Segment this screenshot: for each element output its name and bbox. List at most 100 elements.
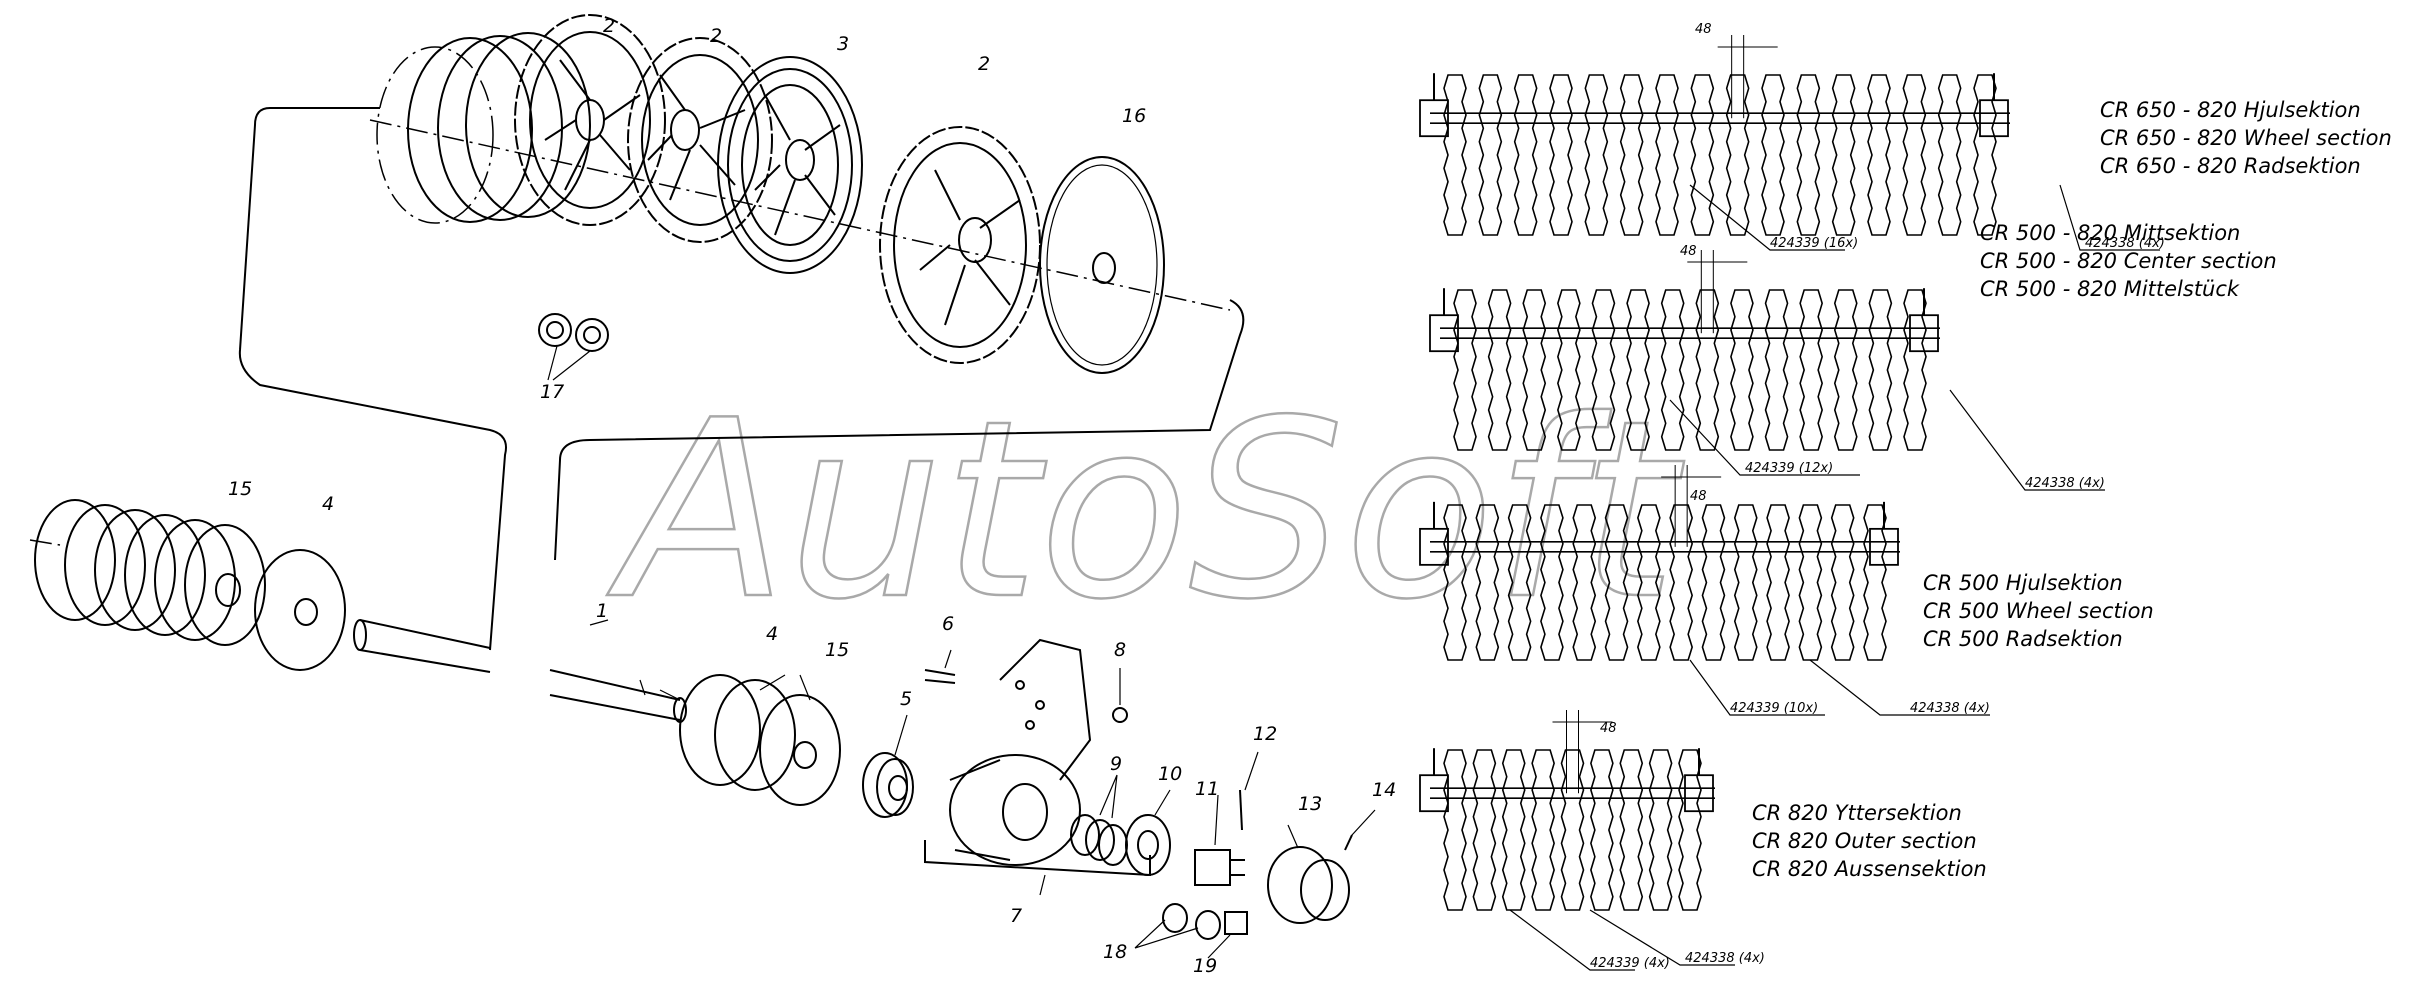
ring-segment (1443, 74, 1467, 236)
ring-segment (1863, 504, 1887, 661)
watermark: AutoSoft (606, 368, 1685, 653)
ring-segment (1453, 289, 1477, 451)
section-title-de: CR 500 - 820 Mittelstück (1980, 277, 2240, 301)
section-row-4: 48 CR 820 Yttersektion CR 820 Outer sect… (1419, 710, 1987, 971)
ring-segment (1833, 289, 1858, 451)
nut-8 (1112, 707, 1128, 723)
section-title-se: CR 500 Hjulsektion (1923, 571, 2123, 595)
bearing-right (1869, 527, 1899, 566)
callout-15: 15 (228, 478, 252, 500)
callout-10: 10 (1158, 763, 1182, 785)
callout-14: 14 (1372, 779, 1396, 801)
ring-segment (1868, 289, 1893, 451)
section-title-en: CR 500 Wheel section (1923, 599, 2154, 623)
ring-segment (1937, 74, 1962, 236)
ring-segment (1830, 504, 1855, 661)
ring-segment (1637, 504, 1661, 661)
callout-2: 2 (603, 15, 615, 37)
part-11 (1194, 849, 1245, 886)
callout-8: 8 (1114, 639, 1126, 661)
ring-segment (1443, 749, 1467, 911)
ring-segment (1902, 74, 1927, 236)
bearing-left (1419, 774, 1449, 813)
ring-segment (1655, 74, 1679, 236)
washers-18-19 (1162, 903, 1248, 940)
ring-row-diagram (1419, 710, 1715, 911)
shaft-1 (353, 619, 687, 723)
callout-2: 2 (978, 53, 990, 75)
washers-17 (538, 313, 609, 381)
ring-segment (1619, 74, 1644, 236)
part-number-b: 424338 (4x) (1685, 951, 1765, 966)
ring-row-diagram (1419, 465, 1900, 661)
ring-segment (1604, 504, 1629, 661)
callout-9: 9 (1110, 753, 1122, 775)
dimension-label: 48 (1695, 22, 1712, 37)
ring-segment (1730, 289, 1754, 451)
ring-segment (1764, 289, 1789, 451)
callout-16: 16 (1122, 105, 1146, 127)
callout-6: 6 (942, 613, 954, 635)
section-row-3: 48 CR 500 Hjulsektion CR 500 Wheel secti… (1419, 465, 2154, 716)
callout-13: 13 (1298, 793, 1322, 815)
ring-segment (1522, 289, 1547, 451)
section-title-en: CR 650 - 820 Wheel section (2100, 126, 2392, 150)
cap-13 (1267, 846, 1350, 924)
wheel-3 (717, 56, 863, 274)
ring-segment (1531, 749, 1555, 911)
callout-numbers: 2 2 3 2 16 17 15 4 1 4 15 6 8 5 9 10 11 … (228, 15, 1396, 977)
ring-segment (1443, 504, 1467, 661)
part-number-b: 424338 (4x) (1910, 701, 1990, 716)
ring-stack-left (29, 499, 266, 646)
callout-11: 11 (1195, 778, 1219, 800)
callout-2: 2 (710, 25, 722, 47)
bearing-10 (1125, 814, 1171, 876)
wheel-assembly-top (238, 14, 1245, 651)
part-number-b: 424338 (4x) (2025, 476, 2105, 491)
ring-segment (1678, 749, 1702, 911)
ring-segment (1798, 504, 1823, 661)
ring-segment (1733, 504, 1758, 661)
cage-wheel-2b (627, 37, 773, 243)
disc-16 (1039, 156, 1165, 374)
ring-segment (1799, 289, 1823, 451)
ring-segment (1695, 289, 1720, 451)
ring-segment (1690, 74, 1715, 236)
section-title-se: CR 650 - 820 Hjulsektion (2100, 98, 2361, 122)
ring-segment (1903, 289, 1927, 451)
cage-wheel-2a (514, 14, 666, 226)
callout-5: 5 (900, 688, 912, 710)
bearing-left (1429, 314, 1459, 353)
ring-segment (1557, 289, 1581, 451)
washer-4-and-spacers-15 (679, 674, 841, 806)
callout-4: 4 (766, 623, 778, 645)
part-number-a: 424339 (4x) (1590, 956, 1670, 971)
section-title-de: CR 650 - 820 Radsektion (2100, 154, 2361, 178)
ring-segment (1513, 74, 1538, 236)
ring-segment (1660, 289, 1685, 451)
bolt-6 (924, 669, 956, 684)
ring-segment (1560, 749, 1585, 911)
callout-12: 12 (1253, 723, 1277, 745)
section-title-en: CR 500 - 820 Center section (1980, 249, 2277, 273)
bearing-right (1684, 774, 1714, 813)
ring-segment (1501, 749, 1526, 911)
ring-segment (1973, 74, 1997, 236)
section-title-se: CR 820 Yttersektion (1752, 801, 1962, 825)
nipple-14 (1344, 834, 1353, 851)
bearing-left (1419, 99, 1449, 138)
callout-19: 19 (1193, 955, 1217, 977)
part-number-a: 424339 (10x) (1730, 701, 1818, 716)
ring-segment (1478, 74, 1503, 236)
callout-17: 17 (540, 381, 564, 403)
ring-row-diagram (1429, 250, 1940, 451)
ring-row-diagram (1419, 35, 2010, 236)
ring-segment (1549, 74, 1573, 236)
part-number-a: 424339 (16x) (1770, 236, 1858, 251)
dimension-label: 48 (1680, 244, 1697, 259)
bushing-5 (862, 752, 914, 818)
washer-4-left (254, 549, 346, 671)
ring-segment (1590, 749, 1614, 911)
section-title-de: CR 500 Radsektion (1923, 627, 2123, 651)
group-bracket-7 (924, 840, 1151, 877)
